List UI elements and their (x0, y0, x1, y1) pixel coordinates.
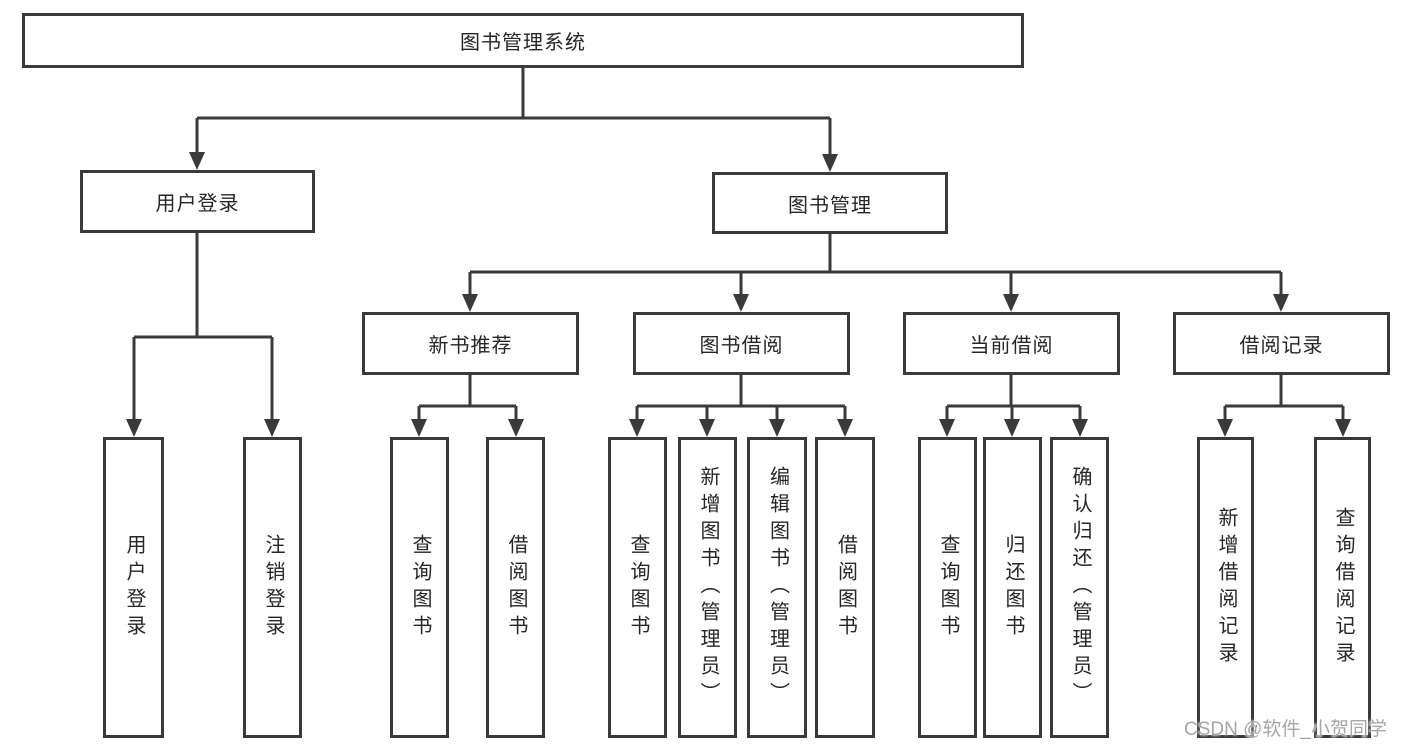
node-user-login: 用户登录 (80, 170, 315, 233)
leaf-user-login: 用户登录 (103, 437, 164, 738)
leaf-add-borrow-record: 新增借阅记录 (1197, 437, 1254, 738)
leaf-edit-book-admin: 编辑图书（管理员） (747, 437, 807, 738)
leaf-return-book: 归还图书 (983, 437, 1042, 738)
node-book-borrowing: 图书借阅 (633, 312, 850, 375)
leaf-logout: 注销登录 (243, 437, 302, 738)
node-borrowing-records: 借阅记录 (1173, 312, 1390, 375)
leaf-confirm-return-admin: 确认归还（管理员） (1050, 437, 1109, 738)
leaf-add-book-admin: 新增图书（管理员） (678, 437, 737, 738)
arrowheads (126, 152, 1351, 437)
leaf-search-borrow-record: 查询借阅记录 (1314, 437, 1371, 738)
leaf-search-books-current: 查询图书 (918, 437, 977, 738)
node-new-book-recommendation: 新书推荐 (362, 312, 579, 375)
node-root: 图书管理系统 (22, 13, 1024, 68)
node-book-management: 图书管理 (712, 172, 948, 234)
node-current-borrowing: 当前借阅 (903, 312, 1120, 375)
leaf-search-books-recommend: 查询图书 (390, 437, 449, 738)
csdn-watermark: CSDN @软件_小贺同学 (1184, 719, 1387, 740)
leaf-search-books-borrowing: 查询图书 (608, 437, 667, 738)
leaf-borrow-books-borrowing: 借阅图书 (815, 437, 875, 738)
leaf-borrow-books-recommend: 借阅图书 (486, 437, 545, 738)
